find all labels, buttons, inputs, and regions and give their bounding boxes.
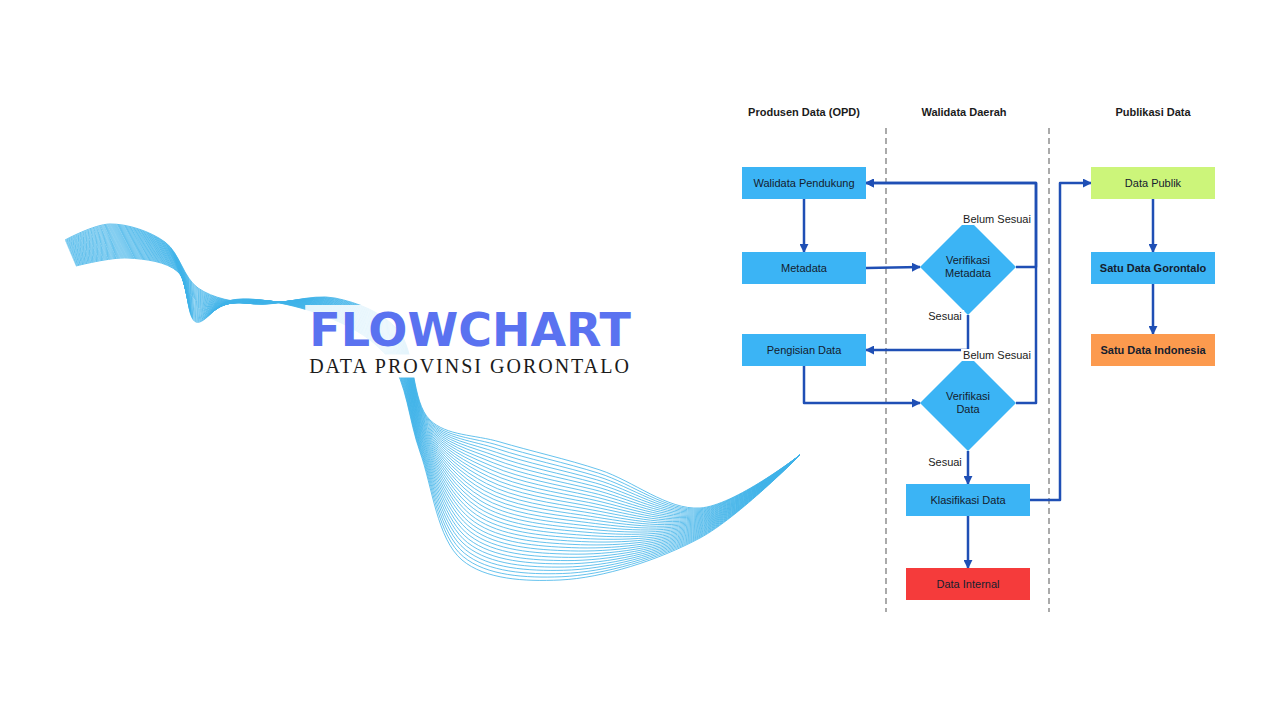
process-box: Metadata: [742, 252, 866, 284]
lane-divider: [885, 128, 887, 612]
node-texts: Satu Data Indonesia: [1100, 344, 1205, 357]
node-texts: Data Internal: [937, 578, 1000, 591]
diamond-fill: [920, 355, 1016, 451]
wave-stroke: [70, 239, 800, 526]
edge-label: Sesuai: [926, 456, 964, 468]
node-label: Pengisian Data: [767, 344, 842, 357]
node-texts: Data Publik: [1125, 177, 1181, 190]
node-label: Data Internal: [937, 578, 1000, 591]
lane-header: Publikasi Data: [1115, 106, 1190, 118]
process-box: Klasifikasi Data: [906, 484, 1030, 516]
flow-connector: [1030, 183, 1091, 500]
node-texts: Verifikasi Metadata: [938, 254, 998, 280]
wave-stroke: [75, 255, 800, 570]
wave-stroke: [69, 236, 800, 522]
decision-diamond: Verifikasi Data: [920, 355, 1016, 451]
wave-stroke: [75, 256, 800, 574]
lane-divider: [1048, 128, 1050, 612]
wave-stroke: [76, 258, 800, 581]
node-label: Satu Data Gorontalo: [1100, 262, 1206, 275]
flow-connector: [866, 183, 1036, 403]
node-texts: Klasifikasi Data: [930, 494, 1005, 507]
process-box: Data Publik: [1091, 167, 1215, 199]
flow-connector: [967, 451, 970, 484]
lane-header: Produsen Data (OPD): [748, 106, 860, 118]
wave-stroke: [75, 254, 800, 567]
node-texts: Metadata: [781, 262, 827, 275]
flow-connector: [967, 516, 970, 568]
flow-connector: [1152, 284, 1155, 334]
flow-connector: [1152, 199, 1155, 252]
flow-connector: [804, 366, 920, 403]
wave-stroke: [71, 242, 800, 532]
edge-label: Belum Sesuai: [961, 213, 1033, 225]
node-texts: Verifikasi Data: [938, 390, 998, 416]
lane-header: Walidata Daerah: [921, 106, 1006, 118]
edge-label: Belum Sesuai: [961, 349, 1033, 361]
node-texts: Walidata Pendukung: [753, 177, 854, 190]
node-label: Klasifikasi Data: [930, 494, 1005, 507]
process-box: Walidata Pendukung: [742, 167, 866, 199]
flow-connector: [866, 267, 920, 268]
wave-stroke: [68, 232, 800, 516]
process-box: Satu Data Gorontalo: [1091, 252, 1215, 284]
diamond-fill: [920, 219, 1016, 315]
node-texts: Pengisian Data: [767, 344, 842, 357]
node-texts: Satu Data Gorontalo: [1100, 262, 1206, 275]
node-label: Verifikasi Metadata: [938, 254, 998, 280]
flow-connector: [803, 199, 806, 252]
title: FLOWCHART: [305, 305, 635, 355]
process-box: Data Internal: [906, 568, 1030, 600]
node-label: Data Publik: [1125, 177, 1181, 190]
wave-stroke: [71, 244, 800, 537]
process-box: Pengisian Data: [742, 334, 866, 366]
process-box: Satu Data Indonesia: [1091, 334, 1215, 366]
node-label: Satu Data Indonesia: [1100, 344, 1205, 357]
node-label: Verifikasi Data: [938, 390, 998, 416]
node-label: Walidata Pendukung: [753, 177, 854, 190]
decision-diamond: Verifikasi Metadata: [920, 219, 1016, 315]
node-label: Metadata: [781, 262, 827, 275]
edge-label: Sesuai: [926, 310, 964, 322]
caption: DATA PROVINSI GORONTALO: [305, 355, 635, 378]
wave-stroke: [76, 257, 800, 577]
wave-stroke: [74, 253, 800, 564]
